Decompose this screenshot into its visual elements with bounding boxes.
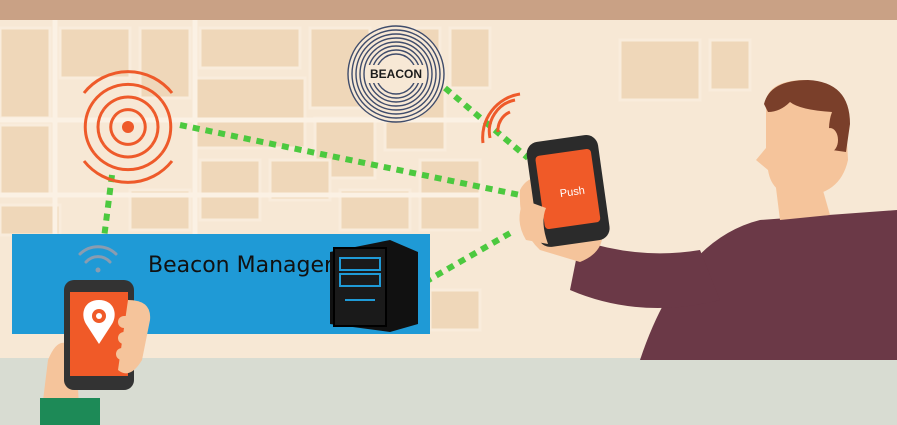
- signal-rings-icon: [82, 70, 174, 184]
- beacon-icon: BEACON: [347, 25, 445, 123]
- man-figure: Push: [519, 80, 897, 360]
- handset: [40, 280, 151, 425]
- beacon-manager-label: Beacon Manager: [148, 253, 334, 278]
- server-icon: [330, 240, 418, 332]
- connection-line-server-to-phone: [423, 229, 514, 285]
- top-band: [0, 0, 897, 20]
- ground: [0, 358, 897, 425]
- connection-line-beacon-left-to-phone: [179, 122, 521, 198]
- wifi-icon: [78, 245, 118, 273]
- push-notification-label: Push: [559, 185, 586, 200]
- connection-line-beacon-to-panel: [101, 174, 115, 239]
- beacon-label: BEACON: [370, 67, 422, 81]
- push-signal-waves: [481, 92, 521, 144]
- location-pin-icon: [83, 300, 115, 344]
